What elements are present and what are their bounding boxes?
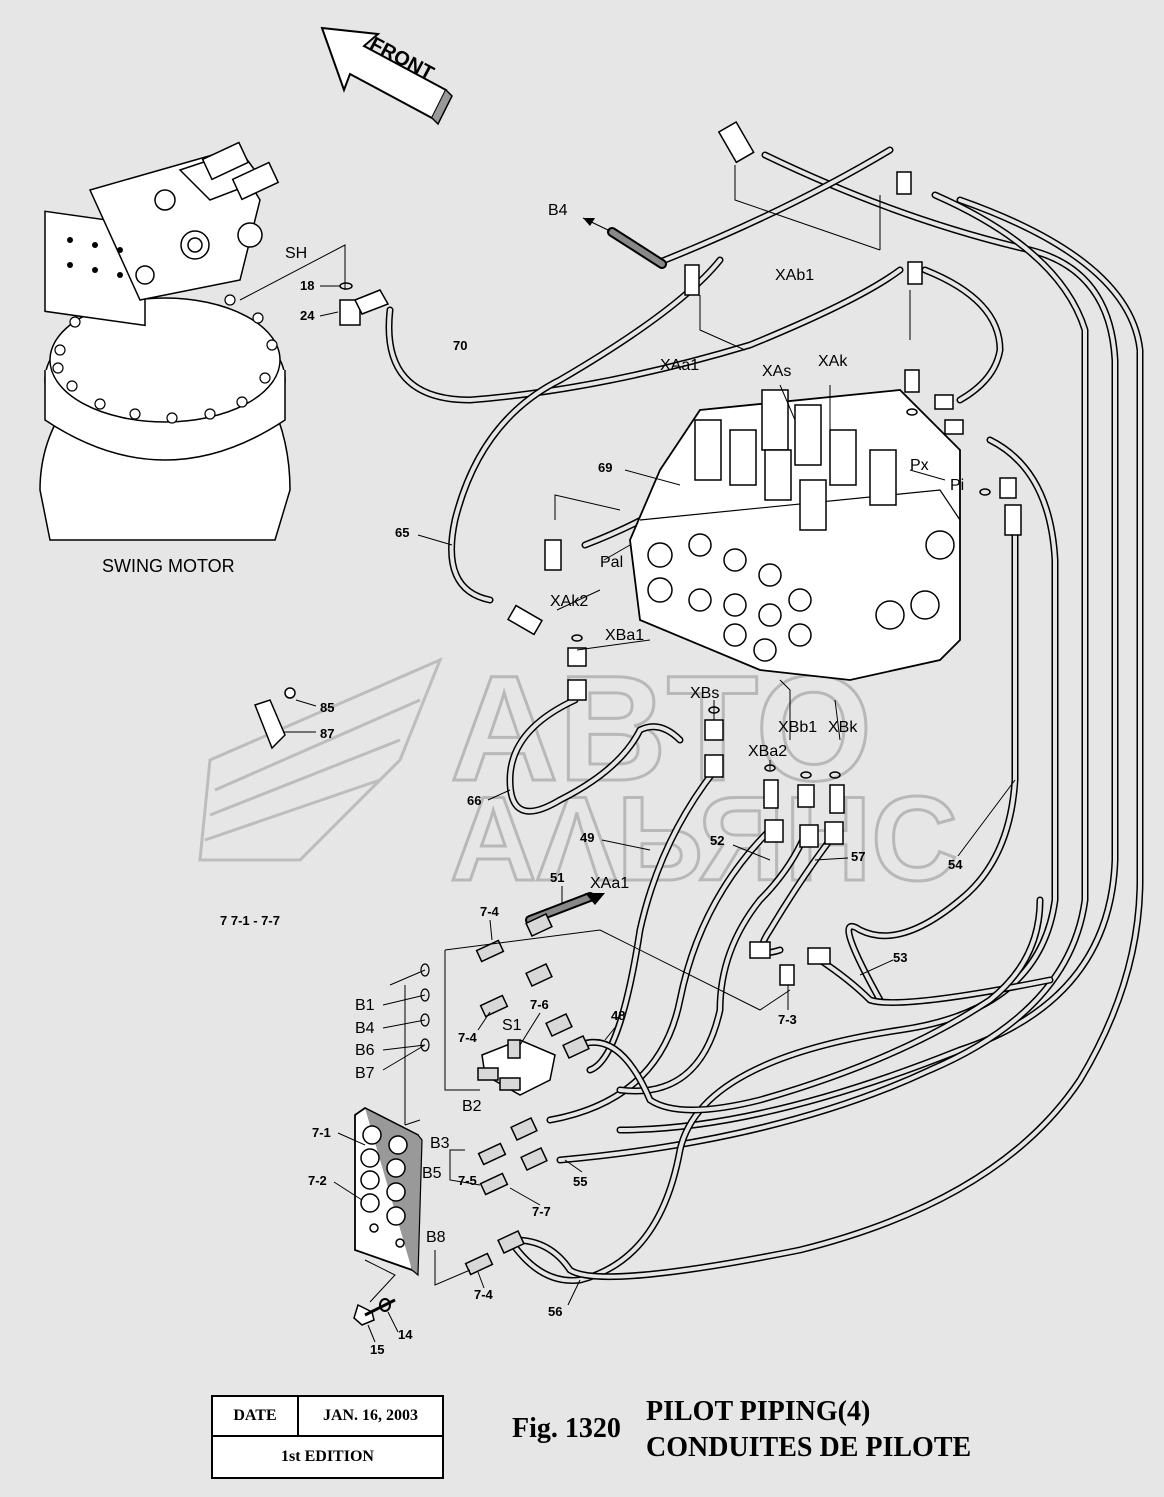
label-Px: Px — [910, 457, 929, 474]
label-XAa1: XAa1 — [660, 357, 699, 374]
edition: 1st EDITION — [281, 1448, 374, 1465]
label-B3: B3 — [430, 1135, 450, 1152]
part-57: 57 — [851, 849, 865, 864]
part-7-6: 7-6 — [530, 997, 549, 1012]
label-SH: SH — [285, 245, 307, 262]
figure-title-en: PILOT PIPING(4) — [646, 1396, 871, 1427]
label-Pi: Pi — [950, 477, 964, 494]
part-7-3: 7-3 — [778, 1012, 797, 1027]
part-54: 54 — [948, 857, 963, 872]
label-Pal: Pal — [600, 554, 623, 571]
part-15: 15 — [370, 1342, 384, 1357]
part-48: 48 — [611, 1008, 625, 1023]
date-label: DATE — [213, 1397, 299, 1435]
part-14: 14 — [398, 1327, 413, 1342]
label-XBs: XBs — [690, 685, 719, 702]
part-24: 24 — [300, 308, 315, 323]
part-87: 87 — [320, 726, 334, 741]
port-plate — [354, 1106, 423, 1277]
part-56: 56 — [548, 1304, 562, 1319]
label-B6: B6 — [355, 1042, 375, 1059]
label-XAk2: XAk2 — [550, 593, 588, 610]
title-block: DATE JAN. 16, 2003 1st EDITION — [211, 1395, 444, 1479]
part-49: 49 — [580, 830, 594, 845]
kit-caption: 7 7-1 - 7-7 — [220, 913, 280, 928]
label-XBa1: XBa1 — [605, 627, 644, 644]
label-B7: B7 — [355, 1065, 375, 1082]
part-66: 66 — [467, 793, 481, 808]
part-85: 85 — [320, 700, 334, 715]
hoses — [385, 146, 1144, 1284]
label-XBb1: XBb1 — [778, 719, 817, 736]
label-XAs: XAs — [762, 363, 791, 380]
figure-number: Fig. 1320 — [512, 1413, 621, 1444]
part-7-5: 7-5 — [458, 1173, 477, 1188]
part-51: 51 — [550, 870, 564, 885]
label-B1: B1 — [355, 997, 375, 1014]
part-18: 18 — [300, 278, 314, 293]
label-XBk: XBk — [828, 719, 858, 736]
part-7-4-a: 7-4 — [480, 904, 500, 919]
watermark-text-2: AΛЬЯНС — [450, 772, 958, 906]
part-55: 55 — [573, 1174, 587, 1189]
label-XAk: XAk — [818, 353, 848, 370]
date-value: JAN. 16, 2003 — [322, 1407, 419, 1424]
part-7-4-c: 7-4 — [474, 1287, 494, 1302]
label-B4-top: B4 — [548, 202, 568, 219]
label-B8: B8 — [426, 1229, 446, 1246]
swing-motor: SWING MOTOR — [39, 141, 291, 576]
part-53: 53 — [893, 950, 907, 965]
part-7-7: 7-7 — [532, 1204, 551, 1219]
front-arrow: FRONT — [320, 26, 453, 126]
part-7-1: 7-1 — [312, 1125, 331, 1140]
swing-motor-caption: SWING MOTOR — [102, 556, 235, 576]
part-52: 52 — [710, 833, 724, 848]
label-XAb1: XAb1 — [775, 267, 814, 284]
label-B2: B2 — [462, 1098, 482, 1115]
label-S1: S1 — [502, 1017, 522, 1034]
part-70: 70 — [453, 338, 467, 353]
control-valve — [629, 389, 961, 681]
part-69: 69 — [598, 460, 612, 475]
part-65: 65 — [395, 525, 409, 540]
label-XBa2: XBa2 — [748, 743, 787, 760]
part-7-4-b: 7-4 — [458, 1030, 478, 1045]
part-7-2: 7-2 — [308, 1173, 327, 1188]
label-XAa1-arrow: XAa1 — [590, 875, 629, 892]
label-B4: B4 — [355, 1020, 375, 1037]
label-B5: B5 — [422, 1165, 442, 1182]
figure-title-fr: CONDUITES DE PILOTE — [646, 1432, 972, 1463]
